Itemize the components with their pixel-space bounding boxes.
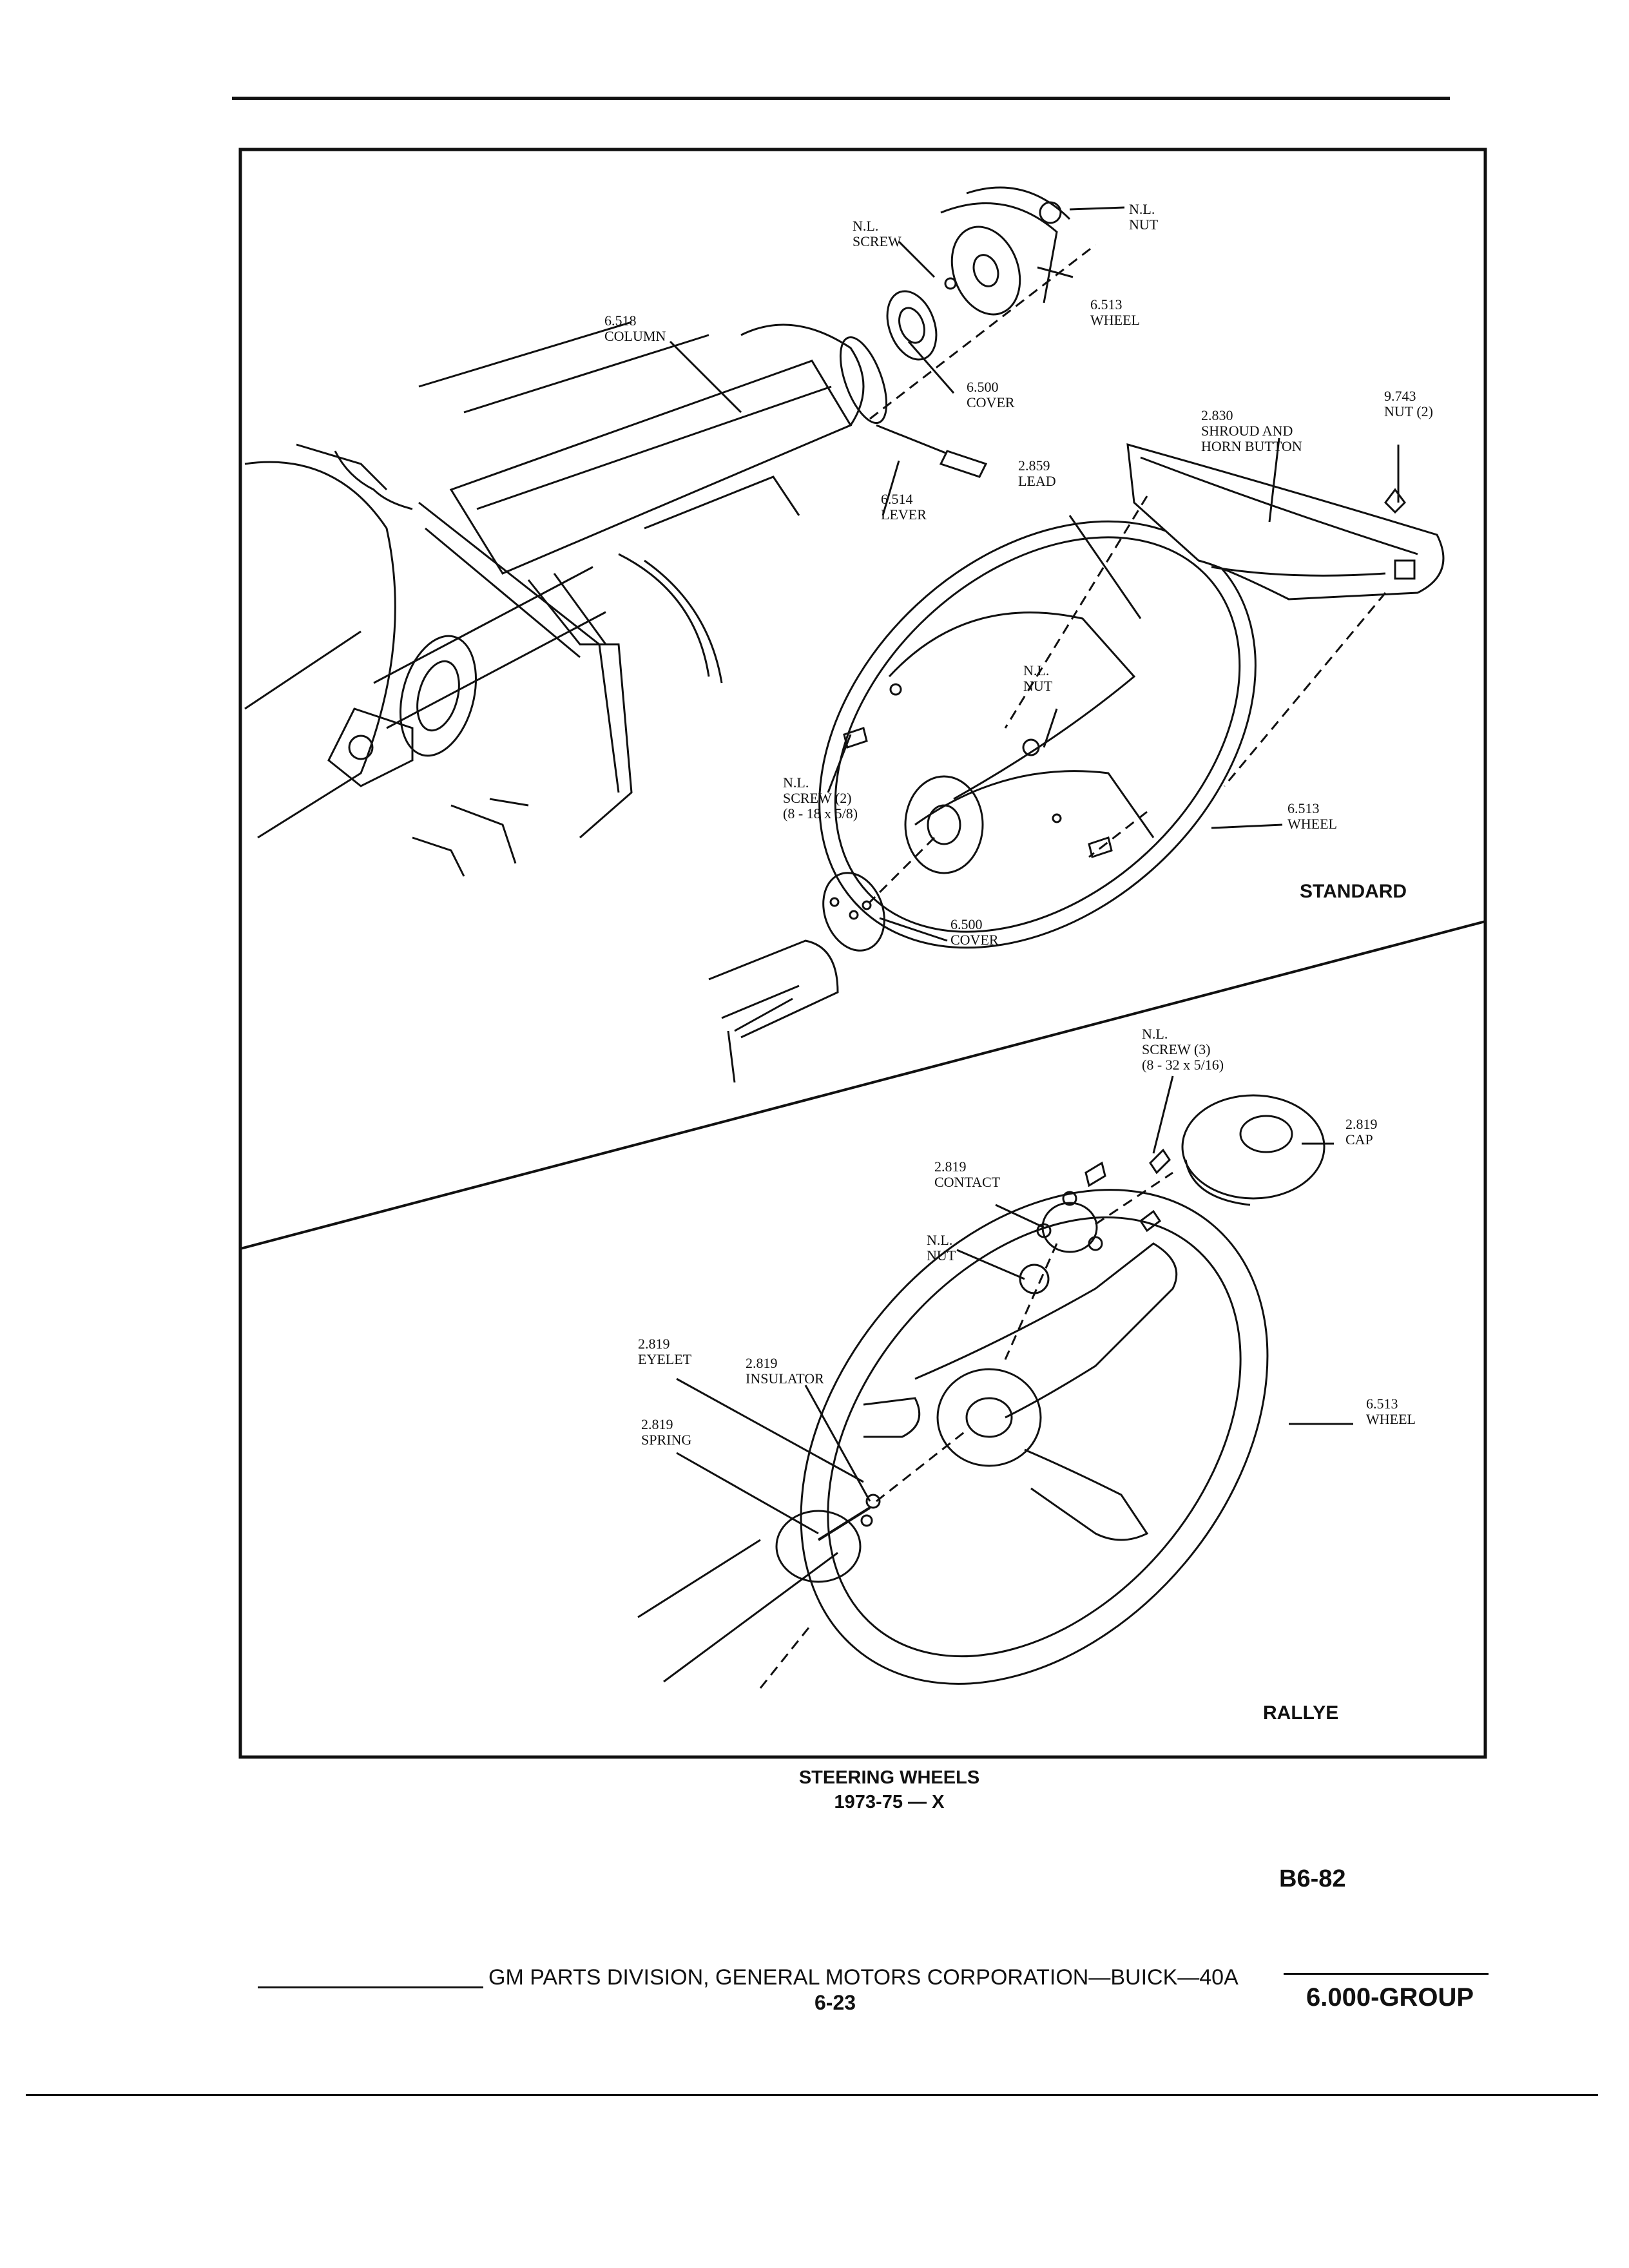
label-line: 2.830 [1201, 407, 1233, 423]
label-line: N.L. [783, 774, 809, 791]
footer-group: 6.000-GROUP [1306, 1983, 1474, 2012]
label-line: 2.819 [1345, 1116, 1378, 1132]
reference-code: B6-82 [1279, 1865, 1346, 1892]
label-line: 6.513 [1090, 296, 1123, 312]
section-standard: STANDARD [1300, 881, 1407, 902]
label-nl-nut-rallye: N.L.NUT [927, 1232, 956, 1264]
label-line: N.L. [1129, 201, 1155, 217]
label-line: 6.513 [1287, 800, 1320, 816]
label-nl-nut-top: N.L.NUT [1129, 201, 1159, 233]
label-line: 2.819 [746, 1355, 778, 1371]
label-line: N.L. [853, 218, 878, 234]
label-line: SCREW (3) [1142, 1041, 1211, 1057]
label-nl-screw-top: N.L.SCREW [853, 218, 901, 249]
label-line: 2.859 [1018, 457, 1050, 474]
label-line: N.L. [927, 1232, 952, 1248]
label-line: LEVER [881, 506, 927, 523]
label-line: WHEEL [1090, 312, 1140, 328]
label-line: 2.819 [641, 1416, 673, 1432]
label-line: (8 - 18 x 5/8) [783, 805, 858, 822]
bottom-rule [26, 2094, 1598, 2096]
standard-section-art [244, 186, 1445, 1083]
label-line: 2.819 [934, 1158, 967, 1175]
footer-page-number: 6-23 [815, 1991, 856, 2014]
label-line: 6.500 [967, 379, 999, 395]
label-line: SCREW [853, 233, 901, 249]
label-line: INSULATOR [746, 1370, 824, 1387]
label-line: COVER [950, 932, 999, 948]
label-nl-screw-2: N.L.SCREW (2)(8 - 18 x 5/8) [783, 774, 858, 822]
label-line: 6.518 [604, 312, 637, 329]
diagram-frame [238, 148, 1487, 1759]
label-nl-screw-3: N.L.SCREW (3)(8 - 32 x 5/16) [1142, 1026, 1224, 1073]
label-line: WHEEL [1366, 1411, 1416, 1427]
label-line: CAP [1345, 1131, 1373, 1148]
label-line: EYELET [638, 1351, 692, 1367]
section-divider [240, 920, 1486, 1250]
rallye-section-art [637, 1075, 1353, 1689]
label-line: 6.514 [881, 491, 913, 507]
label-line: NUT [927, 1247, 956, 1264]
label-line: 6.500 [950, 916, 983, 932]
caption-line-1: STEERING WHEELS [798, 1767, 980, 1788]
footer-rule-right [1284, 1973, 1489, 1975]
caption-line-2: 1973-75 — X [834, 1792, 945, 1812]
label-line: N.L. [1023, 662, 1049, 678]
label-line: SHROUD AND [1201, 423, 1293, 439]
top-rule [232, 97, 1450, 100]
label-nl-nut-mid: N.L.NUT [1023, 662, 1053, 694]
section-rallye: RALLYE [1263, 1702, 1338, 1724]
label-line: COLUMN [604, 328, 666, 344]
label-line: SCREW (2) [783, 790, 852, 806]
label-line: 6.513 [1366, 1396, 1398, 1412]
label-line: NUT [1129, 216, 1159, 233]
label-line: NUT [1023, 678, 1053, 694]
label-line: COVER [967, 394, 1015, 410]
label-line: (8 - 32 x 5/16) [1142, 1057, 1224, 1073]
label-line: 2.819 [638, 1336, 670, 1352]
label-line: CONTACT [934, 1174, 1001, 1190]
label-line: HORN BUTTON [1201, 438, 1302, 454]
label-line: LEAD [1018, 473, 1056, 489]
figure-caption: STEERING WHEELS 1973-75 — X [735, 1765, 1044, 1814]
label-line: N.L. [1142, 1026, 1168, 1042]
footer-text: GM PARTS DIVISION, GENERAL MOTORS CORPOR… [488, 1965, 1239, 1990]
label-line: SPRING [641, 1432, 691, 1448]
label-line: NUT (2) [1384, 403, 1433, 419]
label-line: WHEEL [1287, 816, 1337, 832]
footer-rule-left [258, 1986, 483, 1988]
label-line: 9.743 [1384, 388, 1416, 404]
